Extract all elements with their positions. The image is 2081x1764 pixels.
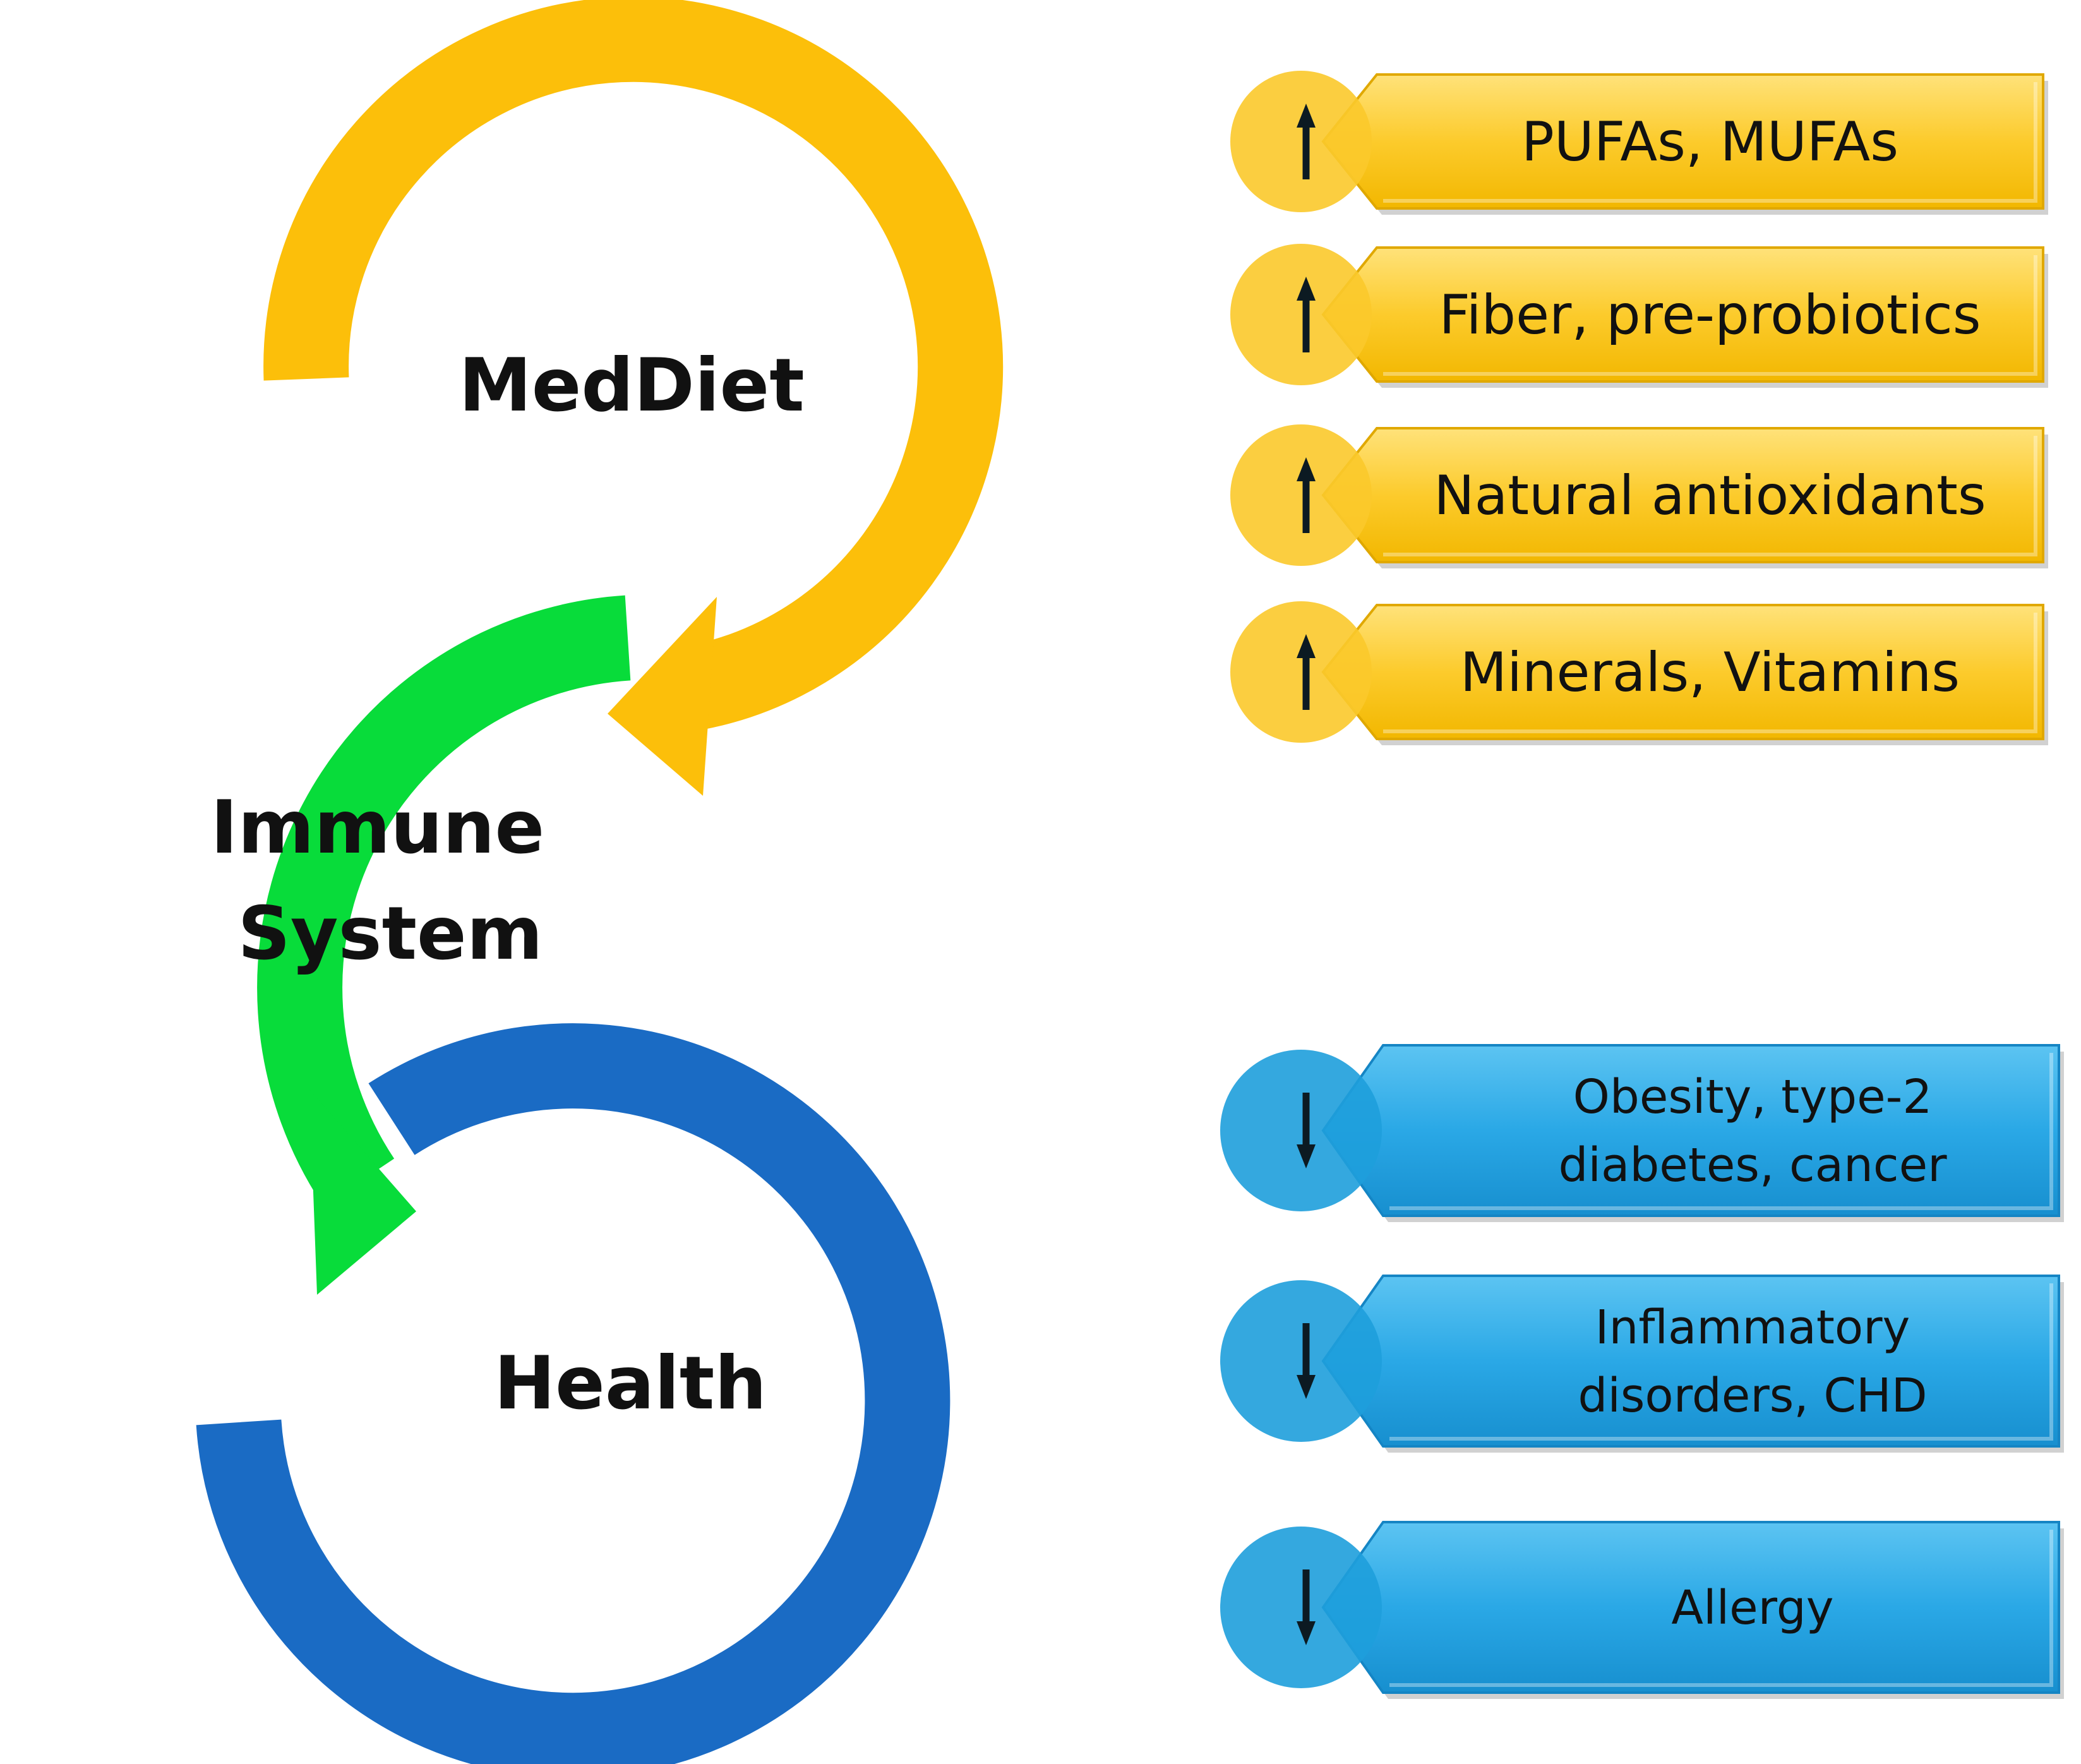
increase-label-line: PUFAs, MUFAs xyxy=(1521,111,1898,174)
arrow-shape xyxy=(1297,104,1316,179)
box-bevel xyxy=(1383,613,2037,733)
decrease-item: Obesity, type-2 diabetes, cancer xyxy=(1220,1044,2064,1222)
increase-label: Natural antioxidants xyxy=(1434,464,1986,527)
decrease-item: Allergy xyxy=(1220,1521,2064,1699)
increase-label-line: Fiber, pre-probiotics xyxy=(1439,284,1981,347)
up-arrow-icon xyxy=(1297,634,1316,710)
increase-circle xyxy=(1230,424,1372,566)
decrease-circle xyxy=(1220,1050,1382,1211)
increase-circle xyxy=(1230,244,1372,385)
immune-system-label-line-1: Immune xyxy=(210,785,544,870)
decrease-label-line: Allergy xyxy=(1671,1581,1833,1635)
increase-label-line: Minerals, Vitamins xyxy=(1460,641,1960,704)
box-bevel xyxy=(1383,436,2037,556)
increase-item: Natural antioxidants xyxy=(1230,424,2048,568)
meddiet-arrow xyxy=(263,0,1004,796)
box-bevel xyxy=(1389,1530,2053,1687)
arrow-shape xyxy=(1297,457,1316,533)
increase-label: PUFAs, MUFAs xyxy=(1521,111,1898,174)
immune-system-label-line-2: System xyxy=(237,891,543,976)
health-label-line: Health xyxy=(494,1341,767,1426)
increase-item: PUFAs, MUFAs xyxy=(1230,71,2048,215)
up-arrow-icon xyxy=(1297,457,1316,533)
arrow-shape xyxy=(1297,1093,1316,1168)
decrease-label-line: Obesity, type-2 xyxy=(1573,1070,1933,1124)
increase-item: Fiber, pre-probiotics xyxy=(1230,244,2048,388)
meddiet-label: MedDiet xyxy=(459,343,804,428)
increase-circle xyxy=(1230,71,1372,212)
increase-item: Minerals, Vitamins xyxy=(1230,601,2048,745)
decrease-circle xyxy=(1220,1280,1382,1442)
decrease-label-line: Inflammatory xyxy=(1595,1300,1910,1355)
arrow-shape xyxy=(1297,1323,1316,1399)
box-bevel xyxy=(1383,82,2037,203)
decrease-list: Obesity, type-2 diabetes, cancerInflammat… xyxy=(1220,1044,2064,1699)
up-arrow-icon xyxy=(1297,277,1316,352)
increase-label: Fiber, pre-probiotics xyxy=(1439,284,1981,347)
immune-system-label: Immune System xyxy=(210,785,570,976)
health-label: Health xyxy=(494,1341,767,1426)
decrease-label: Allergy xyxy=(1671,1581,1833,1635)
arrow-shape xyxy=(1297,277,1316,352)
decrease-label-line: disorders, CHD xyxy=(1578,1369,1927,1423)
immune-system-arrow xyxy=(257,595,631,1295)
box-bevel xyxy=(1389,1053,2053,1210)
box-bevel xyxy=(1383,255,2037,376)
down-arrow-icon xyxy=(1297,1569,1316,1645)
down-arrow-icon xyxy=(1297,1093,1316,1168)
box-bevel xyxy=(1389,1283,2053,1441)
down-arrow-icon xyxy=(1297,1323,1316,1399)
decrease-item: Inflammatory disorders, CHD xyxy=(1220,1275,2064,1453)
decrease-label: Obesity, type-2 diabetes, cancer xyxy=(1558,1070,1947,1192)
increase-label-line: Natural antioxidants xyxy=(1434,464,1986,527)
arrow-shape xyxy=(1297,1569,1316,1645)
decrease-label: Inflammatory disorders, CHD xyxy=(1578,1300,1927,1423)
health-ring-arc xyxy=(196,1023,951,1764)
arrow-shape xyxy=(1297,634,1316,710)
decrease-circle xyxy=(1220,1527,1382,1688)
increase-label: Minerals, Vitamins xyxy=(1460,641,1960,704)
decrease-label-line: diabetes, cancer xyxy=(1558,1138,1947,1192)
cycle-diagram: MedDiet Immune System Health xyxy=(196,0,1004,1764)
meddiet-label-line: MedDiet xyxy=(459,343,804,428)
increase-circle xyxy=(1230,601,1372,743)
up-arrow-icon xyxy=(1297,104,1316,179)
